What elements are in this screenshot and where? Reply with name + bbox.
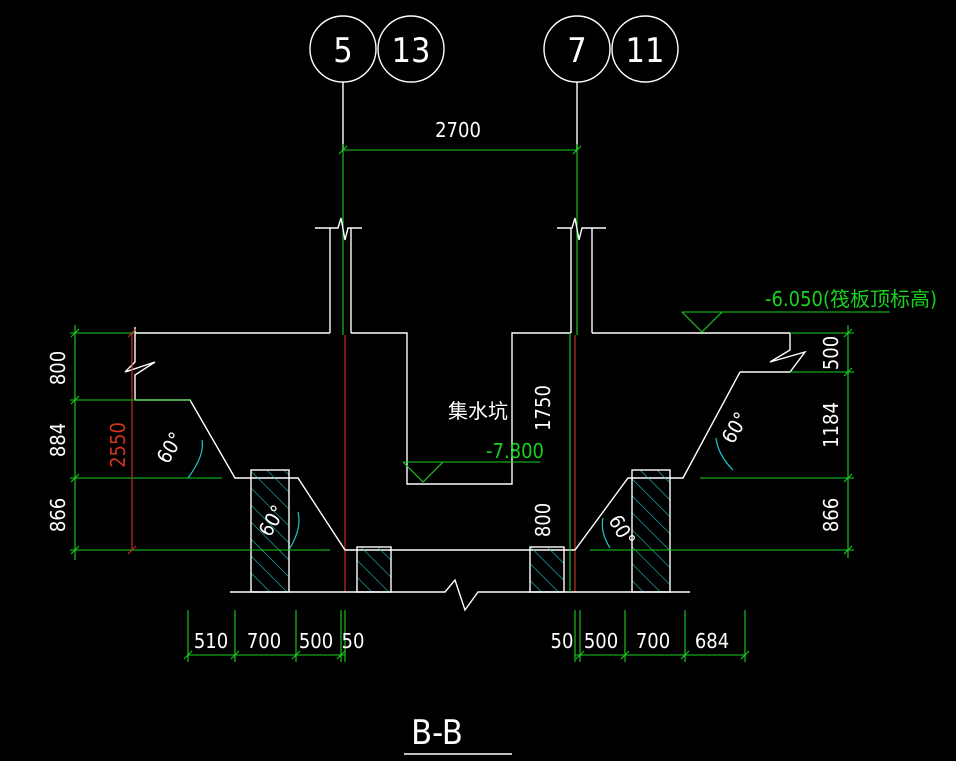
axis-bubble-7: 7 <box>543 15 611 83</box>
svg-text:13: 13 <box>392 31 431 71</box>
svg-text:800: 800 <box>46 351 70 385</box>
axis-bubble-5: 5 <box>309 15 377 83</box>
svg-text:50: 50 <box>342 629 365 653</box>
svg-text:7: 7 <box>567 31 586 71</box>
svg-text:60°: 60° <box>152 428 189 468</box>
dimension-top-span: 2700 <box>338 118 582 335</box>
dimension-bottom-right: 50 500 700 684 <box>551 610 750 662</box>
svg-text:700: 700 <box>247 629 281 653</box>
dimension-left-chain: 800 884 866 <box>46 325 330 560</box>
pit-label: 集水坑 <box>448 399 508 423</box>
axis-bubble-11: 11 <box>611 15 679 83</box>
svg-text:866: 866 <box>819 498 843 532</box>
dimension-right-chain: 500 1184 866 <box>590 325 854 558</box>
svg-text:1750: 1750 <box>531 385 555 431</box>
elevation-raft-top: -6.050(筏板顶标高) <box>681 287 937 333</box>
dimension-pit: 1750 800 <box>531 333 571 592</box>
dimension-left-total: 2550 <box>106 328 137 555</box>
hatched-piles <box>250 469 671 593</box>
svg-text:684: 684 <box>695 629 729 653</box>
svg-text:B-B: B-B <box>411 713 463 753</box>
svg-text:884: 884 <box>46 423 70 457</box>
wall-left <box>315 217 362 333</box>
svg-text:500: 500 <box>584 629 618 653</box>
section-title: B-B <box>404 713 512 755</box>
svg-text:2700: 2700 <box>435 118 481 142</box>
svg-text:800: 800 <box>531 503 555 537</box>
svg-text:510: 510 <box>194 629 228 653</box>
elevation-pit-bottom: -7.800 <box>402 439 544 483</box>
axis-lead-lines <box>342 82 578 150</box>
svg-text:11: 11 <box>626 31 665 71</box>
svg-text:866: 866 <box>46 498 70 532</box>
svg-text:700: 700 <box>636 629 670 653</box>
svg-text:500: 500 <box>299 629 333 653</box>
svg-text:60°: 60° <box>717 408 754 448</box>
svg-text:2550: 2550 <box>106 422 130 468</box>
dimension-bottom-left: 510 700 500 50 <box>183 610 365 662</box>
svg-text:1184: 1184 <box>819 402 843 448</box>
svg-text:-7.800: -7.800 <box>486 439 544 463</box>
foundation-outline <box>124 327 807 612</box>
axis-bubble-13: 13 <box>377 15 445 83</box>
svg-text:500: 500 <box>819 336 843 370</box>
svg-text:5: 5 <box>333 31 352 71</box>
wall-right <box>557 217 606 333</box>
svg-text:-6.050(筏板顶标高): -6.050(筏板顶标高) <box>765 287 937 311</box>
svg-text:50: 50 <box>551 629 574 653</box>
